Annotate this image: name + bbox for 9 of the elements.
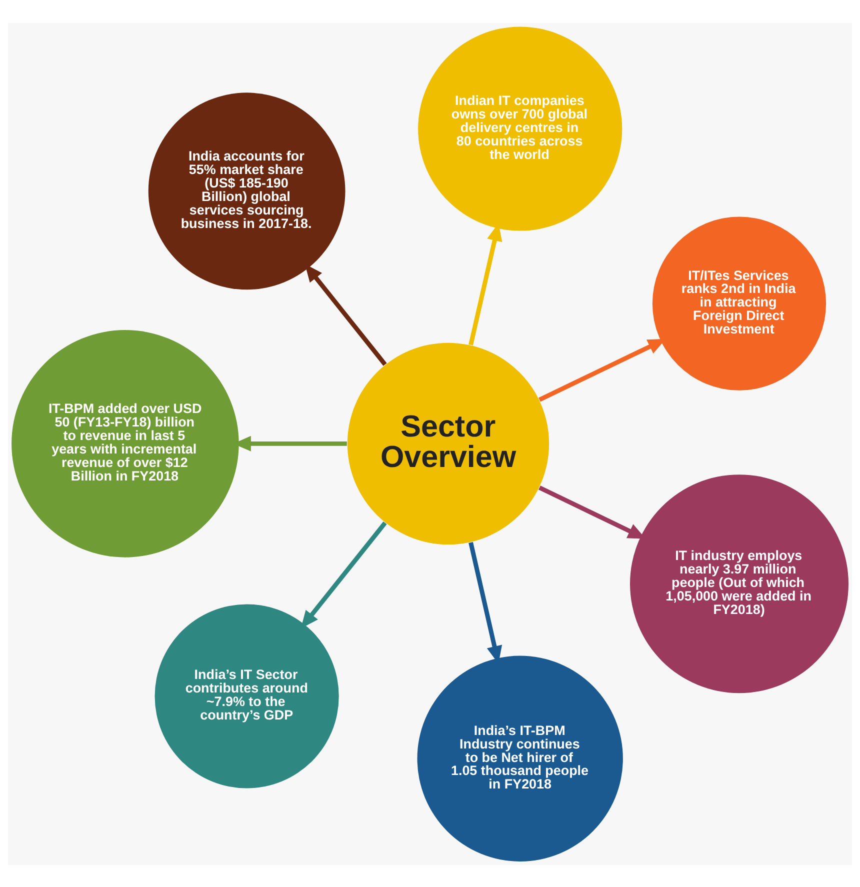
node-circle: India’s IT Sector contributes around ~7.9% to the country’s GDP [154,604,339,788]
node-circle: Indian IT companies owns over 700 global delivery centres in 80 countries across the world [418,26,622,230]
node-circle: India’s IT-BPM Industry continues to be Net hirer of 1.05 thousand people in FY2018 [417,655,623,861]
node-circle: Sector Overview [347,342,550,544]
node-circle: IT-BPM added over USD 50 (FY13-FY18) billion to revenue in last 5 years with incremental revenue of over $12 Billion in FY2018 [12,330,239,557]
node-circle: India accounts for 55% market share (US$ 185-190 Billion) global services sourcing business in 2017-18. [148,92,346,290]
arrow [300,521,387,628]
node-circle: IT industry employs nearly 3.97 million people (Out of which 1,05,000 were added in FY2018) [630,474,848,693]
node-circle: IT/ITes Services ranks 2nd in India in attracting Foreign Direct Investment [652,216,826,390]
